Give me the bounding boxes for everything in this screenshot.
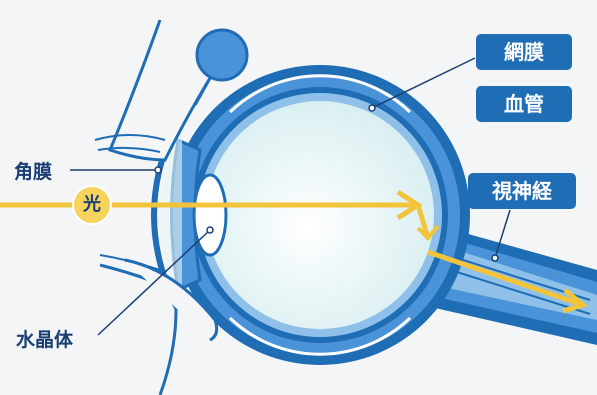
label-cornea: 角膜 [14, 157, 52, 184]
label-retina: 網膜 [476, 34, 572, 70]
label-lens: 水晶体 [16, 325, 73, 352]
light-badge: 光 [72, 185, 112, 225]
label-optic-nerve: 視神経 [468, 173, 576, 209]
lens-shape [194, 175, 226, 255]
label-blood-vessel: 血管 [476, 86, 572, 122]
